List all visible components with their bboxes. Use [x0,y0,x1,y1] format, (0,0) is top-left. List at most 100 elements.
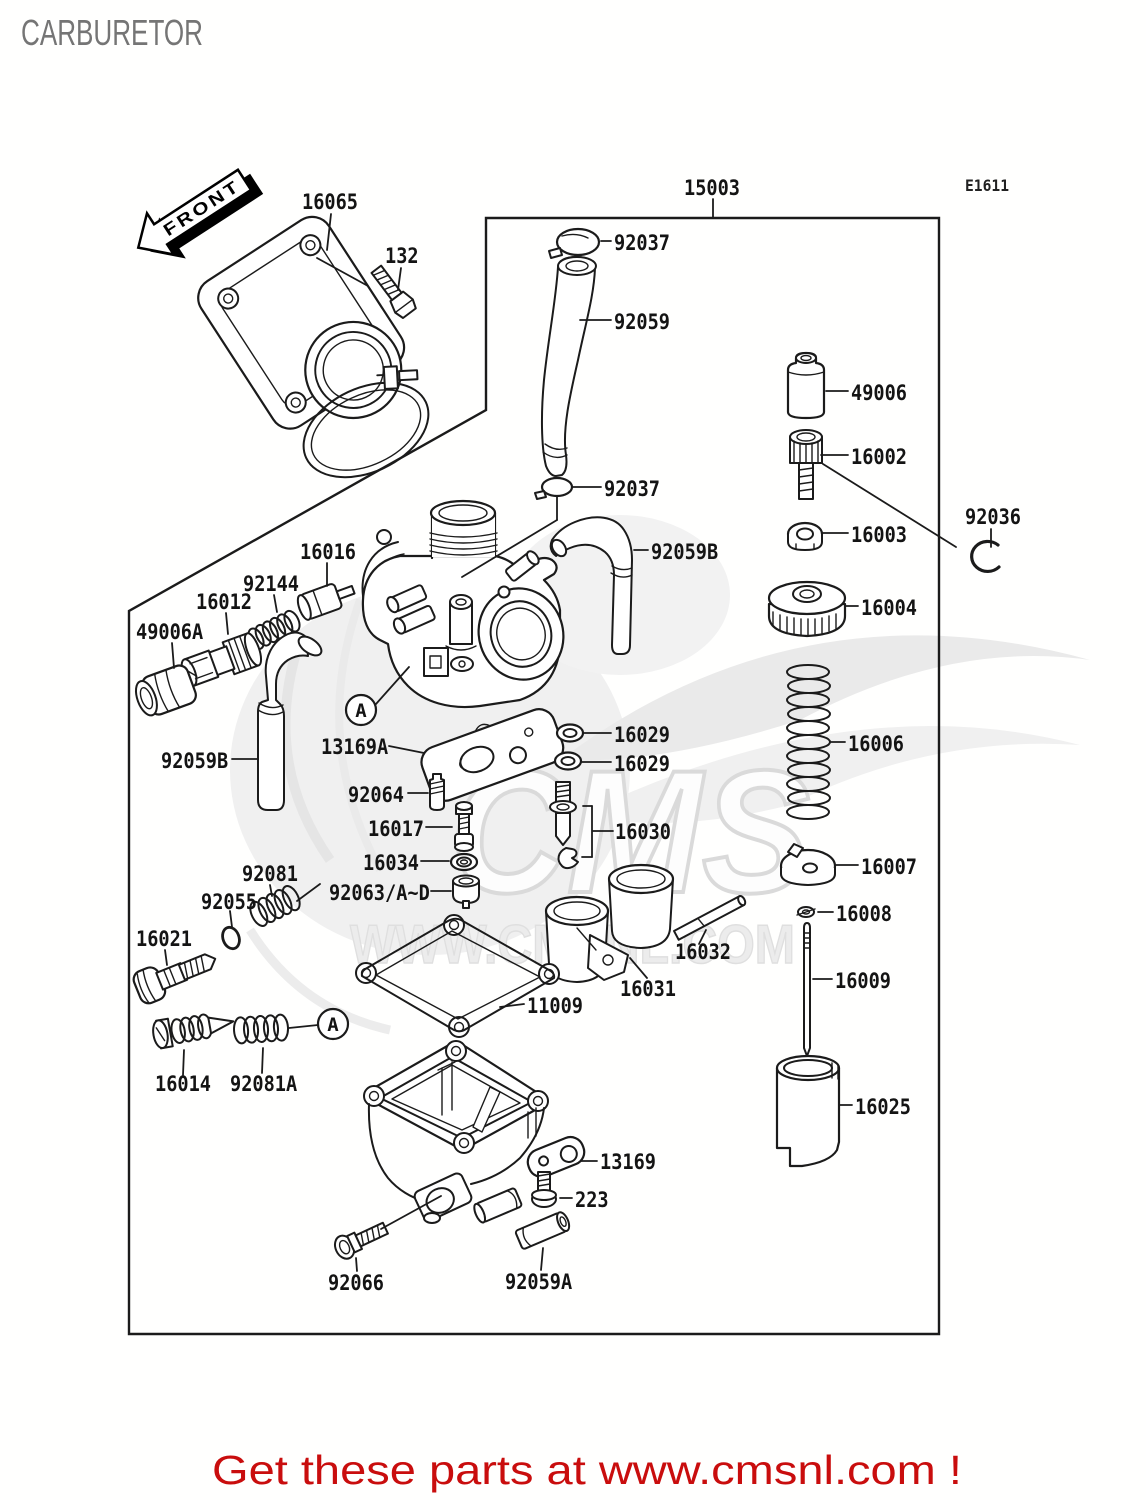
assembly-box-outline [127,216,941,1336]
part-number-16008: 16008 [836,902,892,926]
part-number-92059B: 92059B [161,749,228,773]
leader-line-16065 [326,213,332,251]
part-art-hose-92059b-left [257,631,323,811]
part-number-16034: 16034 [363,851,419,875]
detail-marker-leader [288,1024,319,1029]
assembly-line [822,463,957,548]
assembly-line [380,1195,442,1230]
part-art-clip-92036 [970,539,1001,574]
part-number-16025: 16025 [855,1095,911,1119]
part-number-223: 223 [575,1188,609,1212]
part-number-16003: 16003 [851,523,907,547]
part-art-tube-92059a-2 [514,1211,571,1250]
part-number-92066: 92066 [328,1271,384,1295]
leader-line-132 [397,267,402,291]
part-art-intake-flange-16065 [197,215,406,430]
part-labels-layer: 1606513215003920379205949006160021600392… [136,176,1021,1295]
part-art-spring-16006 [786,664,831,820]
part-number-92081A: 92081A [230,1072,298,1096]
part-art-adjuster-16002 [789,429,823,500]
part-number-16016: 16016 [300,540,356,564]
part-art-hose-92059b-right [549,516,633,655]
part-number-92059A: 92059A [505,1270,573,1294]
leader-line-49006A [171,642,175,669]
part-art-cap-16004 [767,580,847,638]
part-art-carburetor-body [361,499,565,709]
part-number-16031: 16031 [620,977,676,1001]
part-number-16002: 16002 [851,445,907,469]
detail-marker-circle [344,693,378,727]
part-number-92059B: 92059B [651,540,718,564]
leader-line-16031 [629,957,648,979]
part-art-spring-92081a [233,1013,289,1045]
part-art-float-bowl [363,1040,549,1224]
part-number-92059: 92059 [614,310,670,334]
leader-line-16032 [698,929,707,945]
part-number-16017: 16017 [368,817,424,841]
part-number-132: 132 [385,244,419,268]
part-number-16032: 16032 [675,940,731,964]
page-title: CARBURETOR [21,12,203,53]
assembly-line [296,883,321,902]
leader-line-92059A [540,1247,544,1271]
part-number-92063/A~D: 92063/A~D [329,881,430,905]
part-number-16014: 16014 [155,1072,211,1096]
part-art-gasket-11009 [355,914,560,1038]
part-art-hose-92059 [540,256,597,477]
part-number-16006: 16006 [848,732,904,756]
part-art-screw-92066 [333,1221,389,1260]
leader-line-16021 [164,949,168,966]
part-art-slide-16025 [775,1054,841,1168]
diagram-code: E1611 [965,176,1009,195]
leader-line-16012 [225,612,229,635]
part-number-16012: 16012 [196,590,252,614]
part-art-spring-92081 [249,885,301,927]
part-art-screw-16021 [132,953,217,1005]
leader-line-16014 [182,1049,185,1076]
part-art-washer-16034 [449,852,479,872]
detail-marker-leader [375,666,410,705]
part-art-clip-16008 [796,906,816,918]
part-art-bolt-132 [370,264,417,320]
part-art-bracket-13169 [526,1135,586,1179]
part-number-16007: 16007 [861,855,917,879]
leader-line-92144 [273,594,278,613]
part-number-16004: 16004 [861,596,917,620]
part-art-cap-92037-top [548,227,601,259]
leader-line-92081 [269,884,273,897]
part-number-92064: 92064 [348,783,404,807]
leader-line-11009 [499,1003,525,1008]
part-art-jet-92063 [452,874,480,909]
part-art-needle-16009 [803,922,811,1057]
part-art-jet-16017 [454,801,474,852]
part-art-adjuster-16012 [180,632,263,687]
part-art-cap-92037-lower [534,476,574,500]
part-art-screw-223 [531,1171,557,1208]
part-number-16030: 16030 [615,820,671,844]
detail-marker-letter: A [327,1014,339,1036]
part-art-cap-49006a [134,664,197,717]
part-art-screw-16014 [152,1013,235,1050]
part-art-washer-16029-lower [553,751,583,771]
part-art-plunger-16016 [296,583,356,621]
part-number-16065: 16065 [302,190,358,214]
part-art-seat-16007 [779,843,837,886]
part-number-15003: 15003 [684,176,740,200]
part-art-oring-92055 [221,925,241,951]
part-art-tube-92059a-1 [473,1187,523,1224]
part-number-16021: 16021 [136,927,192,951]
part-art-screw-92064 [429,773,445,811]
leader-line-13169A [388,745,425,754]
detail-markers-layer: AA [288,666,410,1041]
part-art-washer-16029-upper [555,723,585,743]
assembly-line [316,257,369,287]
footer-banner-text[interactable]: Get these parts at www.cmsnl.com ! [212,1447,962,1493]
part-art-cap-49006 [786,351,826,420]
part-number-92036: 92036 [965,505,1021,529]
detail-marker-circle [316,1007,350,1041]
leader-line-92081A [261,1047,264,1074]
part-number-49006A: 49006A [136,620,204,644]
detail-marker-letter: A [355,700,367,722]
part-art-pipe-16032 [672,894,747,941]
